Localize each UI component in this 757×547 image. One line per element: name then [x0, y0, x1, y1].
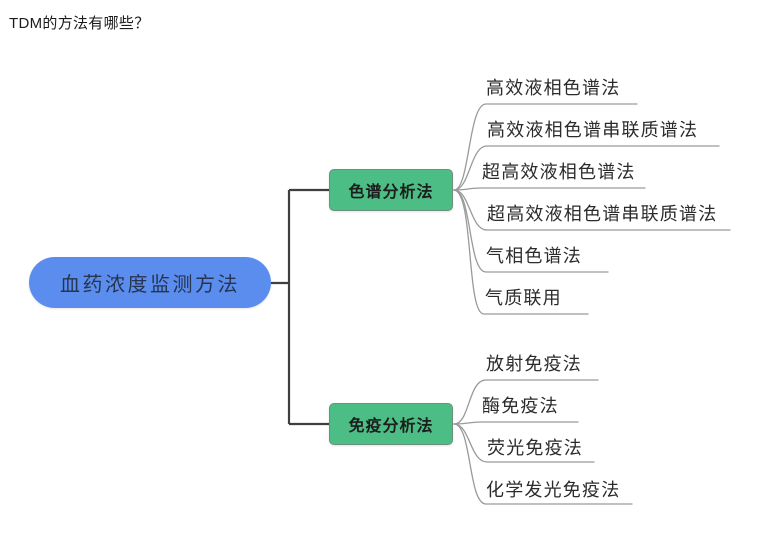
branch-node-immunoassay[interactable]: 免疫分析法 — [329, 403, 453, 445]
root-node[interactable]: 血药浓度监测方法 — [29, 257, 271, 308]
leaf-node-fluorescence-immunoassay[interactable]: 荧光免疫法 — [487, 438, 583, 458]
leaf-node-radioimmunoassay[interactable]: 放射免疫法 — [486, 354, 582, 374]
leaf-node-uplc-ms-ms[interactable]: 超高效液相色谱串联质谱法 — [487, 204, 718, 224]
leaf-node-gc[interactable]: 气相色谱法 — [486, 246, 582, 266]
leaf-node-hplc-ms-ms[interactable]: 高效液相色谱串联质谱法 — [487, 120, 699, 140]
trunk-connector-group — [271, 188, 329, 426]
leaf-node-gc-ms[interactable]: 气质联用 — [485, 288, 562, 308]
leaf-node-hplc[interactable]: 高效液相色谱法 — [486, 78, 621, 98]
leaf-node-enzyme-immunoassay[interactable]: 酶免疫法 — [482, 396, 559, 416]
leaf-node-uplc[interactable]: 超高效液相色谱法 — [482, 162, 636, 182]
branch-node-label: 免疫分析法 — [348, 418, 434, 435]
root-node-label: 血药浓度监测方法 — [60, 274, 240, 296]
branch-node-label: 色谱分析法 — [348, 184, 434, 201]
leaf-connector-0-2 — [453, 187, 646, 191]
leaf-connector-1-1 — [453, 421, 579, 425]
page-title: TDM的方法有哪些？ — [9, 15, 150, 32]
leaf-node-chemiluminescence-immunoassay[interactable]: 化学发光免疫法 — [486, 480, 621, 500]
branch-node-chromatography[interactable]: 色谱分析法 — [329, 169, 453, 211]
